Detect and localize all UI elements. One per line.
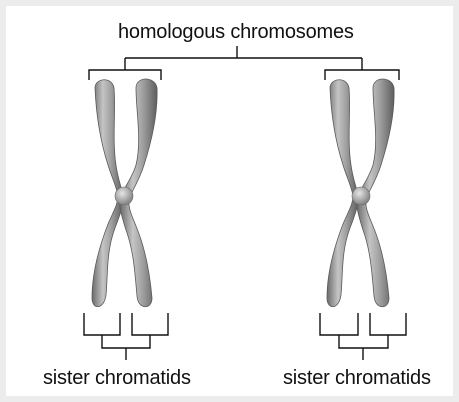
sister-bracket-right <box>320 313 406 360</box>
sister-chromatids-label-left: sister chromatids <box>43 367 191 389</box>
homologous-chromosomes-label: homologous chromosomes <box>118 21 354 43</box>
chromosome-1-bracket <box>89 70 161 80</box>
chromosome-2-bracket <box>325 70 399 80</box>
centromere-1 <box>115 187 133 205</box>
sister-chromatids-label-right: sister chromatids <box>283 367 431 389</box>
chromosome-1 <box>92 79 157 307</box>
sister-bracket-left <box>84 313 168 360</box>
chromosome-2 <box>327 79 394 307</box>
centromere-2 <box>352 187 370 205</box>
homologous-bracket <box>125 46 362 70</box>
